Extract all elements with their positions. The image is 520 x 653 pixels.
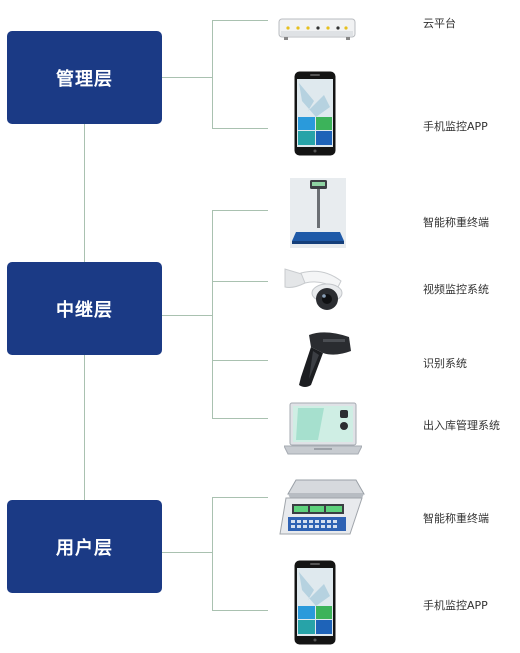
relay-tick-warehouse: [212, 418, 268, 419]
counting-scale-icon: [279, 479, 365, 535]
label-warehouse: 出入库管理系统: [423, 419, 500, 432]
router-icon: [278, 18, 356, 40]
relay-tick-video: [212, 281, 268, 282]
management-tick-app: [212, 128, 268, 129]
management-layer-box: 管理层: [7, 31, 162, 124]
management-tick-cloud: [212, 20, 268, 21]
relay-layer-box: 中继层: [7, 262, 162, 355]
smartphone-icon: [294, 560, 336, 645]
label-relay-scale: 智能称重终端: [423, 216, 489, 229]
management-layer-label: 管理层: [56, 68, 113, 90]
label-video: 视频监控系统: [423, 283, 489, 296]
label-cloud-platform: 云平台: [423, 17, 456, 30]
dome-camera-icon: [284, 268, 343, 310]
relay-tick-scale: [212, 210, 268, 211]
relay-branch: [162, 315, 212, 316]
user-layer-label: 用户层: [56, 537, 113, 559]
label-recognition: 识别系统: [423, 357, 467, 370]
relay-layer-label: 中继层: [56, 299, 113, 321]
user-tick-scale: [212, 497, 268, 498]
relay-tick-recognition: [212, 360, 268, 361]
laptop-icon: [284, 402, 362, 455]
smartphone-icon: [294, 71, 336, 156]
user-branch: [162, 552, 212, 553]
label-mgmt-app: 手机监控APP: [423, 120, 488, 133]
platform-scale-icon: [290, 178, 346, 248]
label-user-app: 手机监控APP: [423, 599, 488, 612]
user-tick-app: [212, 610, 268, 611]
management-branch: [162, 77, 212, 78]
management-bracket: [212, 20, 213, 129]
user-layer-box: 用户层: [7, 500, 162, 593]
barcode-scanner-icon: [299, 332, 351, 387]
user-bracket: [212, 497, 213, 611]
label-user-scale: 智能称重终端: [423, 512, 489, 525]
relay-bracket: [212, 210, 213, 419]
